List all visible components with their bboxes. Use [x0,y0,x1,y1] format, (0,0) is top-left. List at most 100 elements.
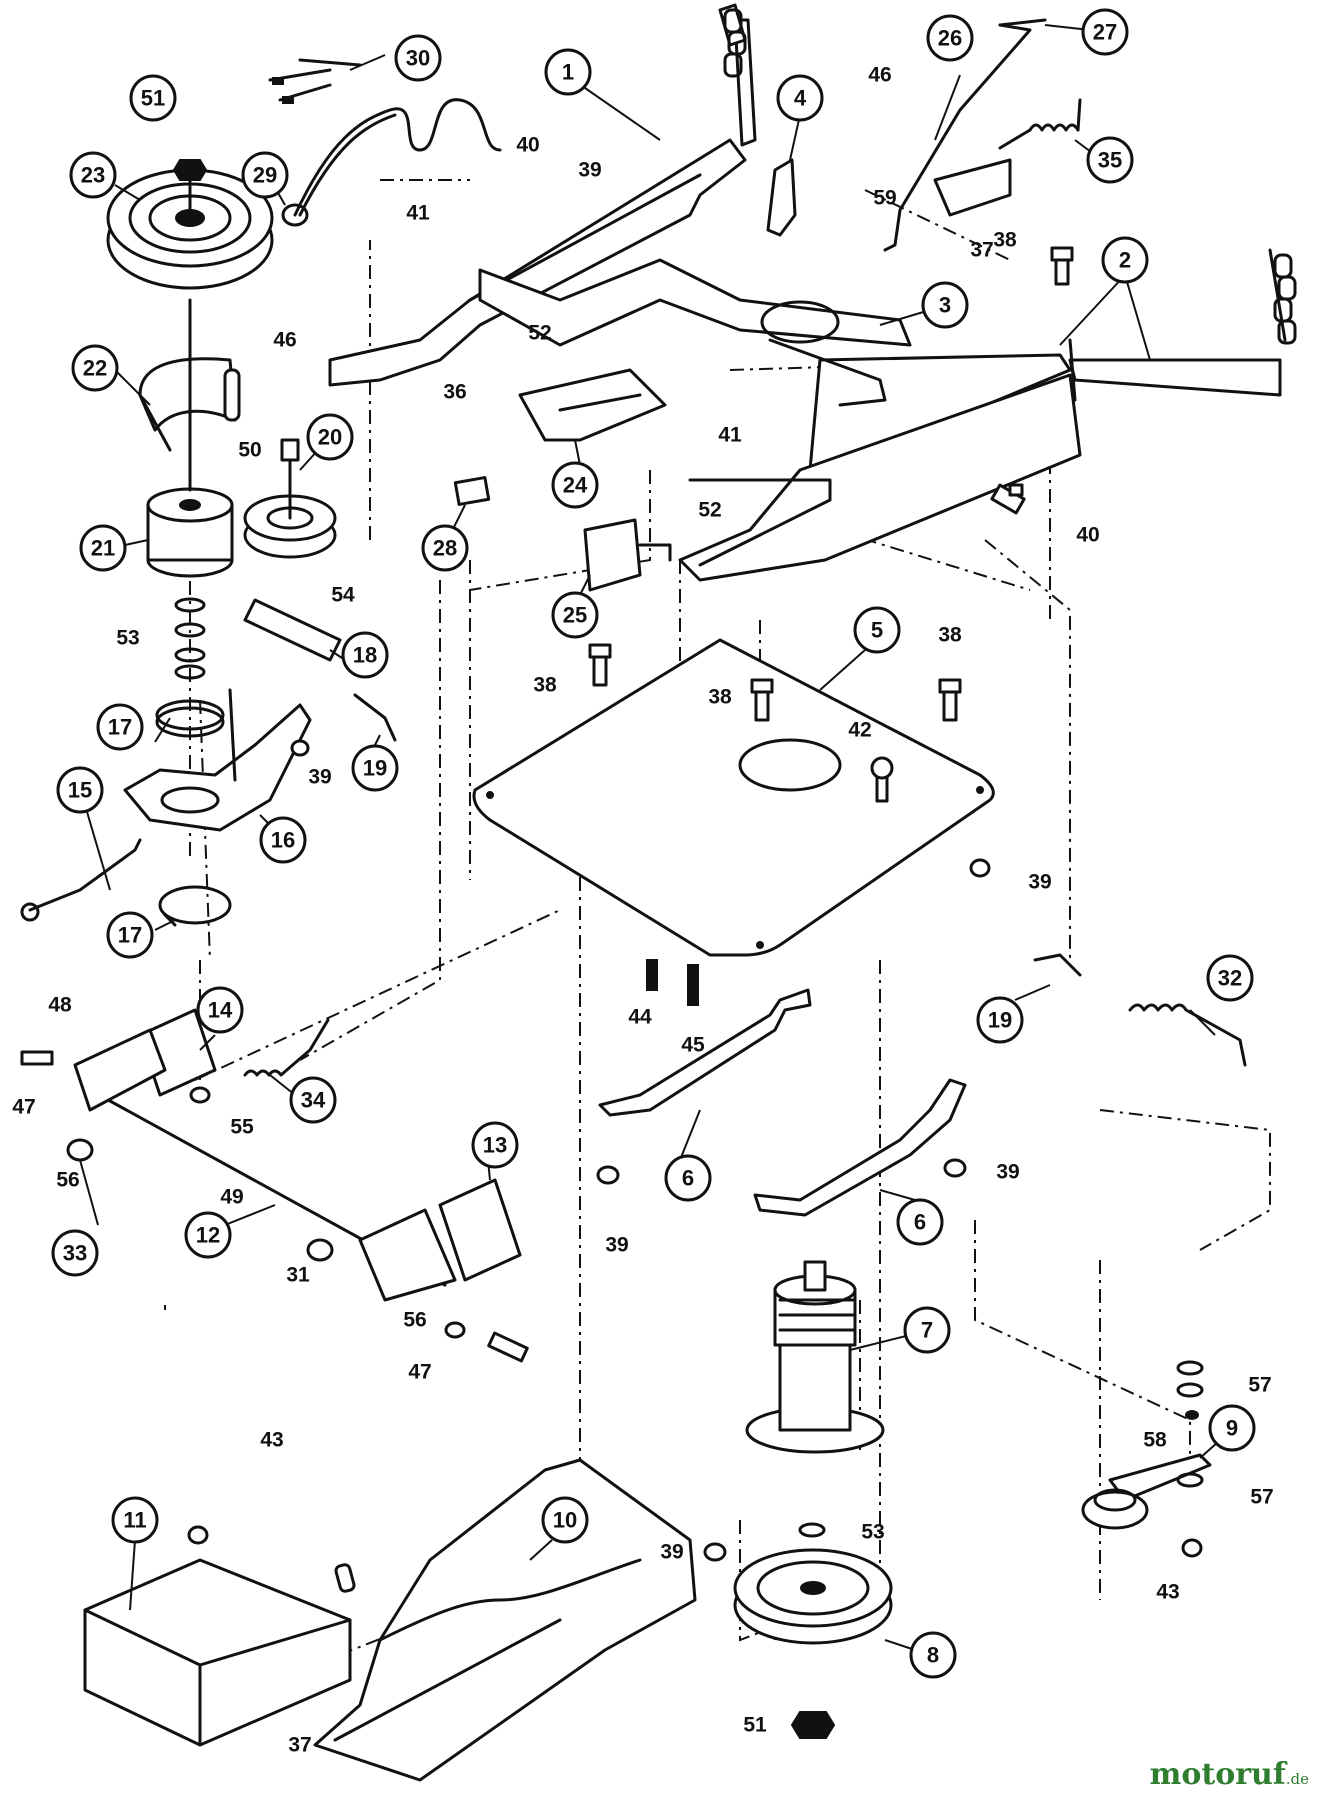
svg-text:43: 43 [260,1429,283,1452]
svg-text:51: 51 [141,86,165,111]
svg-text:57: 57 [1250,1486,1273,1509]
clamp-ring-3 [760,300,887,407]
bracket-24 [518,368,667,442]
bracket-6-lower [753,1078,967,1217]
svg-text:38: 38 [533,674,557,697]
chain-left [723,8,747,78]
bolt-38-group [588,246,1074,722]
callout-9: 9 [1208,1404,1256,1452]
svg-text:17: 17 [108,715,132,740]
svg-text:1: 1 [562,60,574,85]
svg-text:4: 4 [794,86,807,111]
idler-arm-9 [1081,1360,1212,1558]
watermark: motoruf.de [1150,1757,1309,1792]
callout-26: 26 [926,14,974,62]
svg-text:16: 16 [271,828,295,853]
ring-17-lower [158,885,232,927]
idler-pulley-20 [243,438,337,559]
nut-39-group [290,739,991,1562]
svg-text:53: 53 [861,1521,884,1544]
svg-text:38: 38 [993,229,1017,252]
svg-text:52: 52 [528,322,551,345]
svg-text:8: 8 [927,1643,939,1668]
svg-text:43: 43 [1156,1581,1179,1604]
callout-20: 20 [306,413,354,461]
svg-text:40: 40 [516,134,539,157]
svg-text:5: 5 [871,618,883,643]
ring-17-upper [155,699,225,738]
svg-text:9: 9 [1226,1416,1238,1441]
callout-29: 29 [241,151,289,199]
bracket-16 [123,688,312,832]
svg-text:35: 35 [1098,148,1122,173]
callout-22: 22 [71,344,119,392]
callout-6-upper: 6 [664,1154,712,1202]
svg-text:57: 57 [1248,1374,1271,1397]
svg-text:54: 54 [331,584,355,607]
latch-4 [766,158,797,237]
svg-text:10: 10 [553,1508,577,1533]
link-rod-12 [73,1028,457,1302]
part-number-labels: 36 37 37 38 38 38 38 39 39 39 39 39 39 4… [12,64,1273,1757]
callout-32: 32 [1206,954,1254,1002]
svg-text:41: 41 [718,424,742,447]
svg-text:2: 2 [1119,248,1131,273]
svg-text:38: 38 [708,686,732,709]
callout-34: 34 [289,1076,337,1124]
callout-19-upper: 19 [351,744,399,792]
svg-text:40: 40 [1076,524,1099,547]
svg-text:50: 50 [238,439,261,462]
svg-text:26: 26 [938,26,962,51]
svg-text:38: 38 [938,624,962,647]
svg-text:39: 39 [605,1234,628,1257]
rod-15-end [20,902,40,922]
callout-17-lower: 17 [106,911,154,959]
svg-text:39: 39 [578,159,601,182]
washer-stack-53 [174,597,206,680]
callout-4: 4 [776,74,824,122]
svg-text:58: 58 [1143,1429,1167,1452]
studs-44-45 [646,959,699,1006]
svg-text:44: 44 [628,1006,652,1029]
callout-14: 14 [196,986,244,1034]
callout-2: 2 [1101,236,1149,284]
block-28 [453,476,491,506]
rod-15 [28,838,142,912]
svg-text:6: 6 [914,1210,926,1235]
svg-text:33: 33 [63,1241,87,1266]
leader-lines [79,24,1219,1651]
svg-text:46: 46 [868,64,891,87]
svg-text:52: 52 [698,499,721,522]
plate-13 [438,1178,522,1282]
svg-text:12: 12 [196,1223,220,1248]
callout-5: 5 [853,606,901,654]
svg-text:30: 30 [406,46,430,71]
callout-10: 10 [541,1496,589,1544]
callout-30: 30 [394,34,442,82]
mounting-frame [328,3,1287,582]
callout-12: 12 [184,1211,232,1259]
spring-19-lower [1033,953,1082,977]
svg-text:53: 53 [116,627,139,650]
belt-guard-22 [138,357,241,452]
svg-text:34: 34 [301,1088,326,1113]
callout-51: 51 [129,74,177,122]
svg-text:37: 37 [288,1734,311,1757]
svg-text:7: 7 [921,1318,933,1343]
svg-text:29: 29 [253,163,277,188]
pulley-23 [106,159,274,290]
callout-28: 28 [421,524,469,572]
svg-text:39: 39 [308,766,331,789]
callout-3: 3 [921,281,969,329]
box-11 [83,1525,352,1747]
svg-text:48: 48 [48,994,72,1017]
bolt-42 [870,756,894,803]
svg-text:24: 24 [563,473,588,498]
chute-10 [313,1458,697,1782]
svg-text:18: 18 [353,643,377,668]
spring-32 [1128,1003,1247,1067]
svg-text:22: 22 [83,356,107,381]
callout-27: 27 [1081,8,1129,56]
svg-text:47: 47 [12,1096,35,1119]
svg-text:49: 49 [220,1186,243,1209]
